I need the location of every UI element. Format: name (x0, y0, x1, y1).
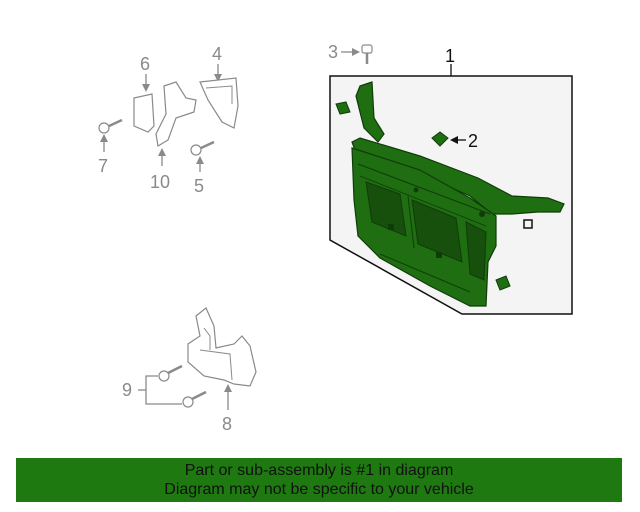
part-4-arrow (214, 74, 222, 82)
part-5-arrow (196, 156, 204, 164)
bolt-icon (361, 44, 373, 64)
part-2-clip[interactable] (431, 131, 449, 147)
disclaimer-line-1: Part or sub-assembly is #1 in diagram (184, 462, 454, 479)
callout-3: 3 (328, 42, 338, 62)
bolt-icon (182, 390, 207, 408)
callout-9: 9 (122, 380, 132, 400)
part-1-group[interactable]: 1 (329, 46, 573, 315)
part-10-bracket (155, 81, 197, 147)
callout-10: 10 (150, 172, 170, 192)
callout-4: 4 (212, 44, 222, 64)
part-3-group[interactable]: 3 (328, 42, 373, 64)
part-10-group[interactable]: 10 (150, 81, 197, 192)
part-3-arrow (352, 48, 360, 56)
callout-8: 8 (222, 414, 232, 434)
part-2-arrow (450, 136, 458, 144)
part-8-group[interactable]: 8 (187, 307, 257, 434)
part-8-arrow (224, 384, 232, 392)
part-6-bracket (133, 93, 155, 133)
callout-7: 7 (98, 156, 108, 176)
bolt-icon (158, 364, 183, 382)
part-7-group[interactable]: 7 (98, 118, 123, 176)
part-10-arrow (158, 148, 166, 156)
radiator-support-panel[interactable] (351, 81, 565, 307)
callout-5: 5 (194, 176, 204, 196)
part-8-bracket (187, 307, 257, 387)
bolt-icon (190, 140, 215, 156)
part-6-group[interactable]: 6 (133, 54, 155, 133)
part-6-arrow (142, 84, 150, 92)
clip-lower-right[interactable] (495, 275, 511, 291)
part-4-group[interactable]: 4 (199, 44, 239, 129)
part-9-group[interactable]: 9 (122, 364, 207, 408)
part-7-arrow (100, 134, 108, 142)
disclaimer-line-2: Diagram may not be specific to your vehi… (164, 481, 474, 498)
disclaimer-banner: Part or sub-assembly is #1 in diagram Di… (16, 458, 622, 502)
mount-hole-marker (523, 219, 533, 229)
bolt-icon (98, 118, 123, 134)
callout-6: 6 (140, 54, 150, 74)
part-4-deflector (199, 77, 239, 129)
callout-1: 1 (445, 46, 455, 66)
clip-upper-left[interactable] (335, 101, 351, 115)
callout-2: 2 (468, 131, 478, 151)
part-5-group[interactable]: 5 (190, 140, 215, 196)
